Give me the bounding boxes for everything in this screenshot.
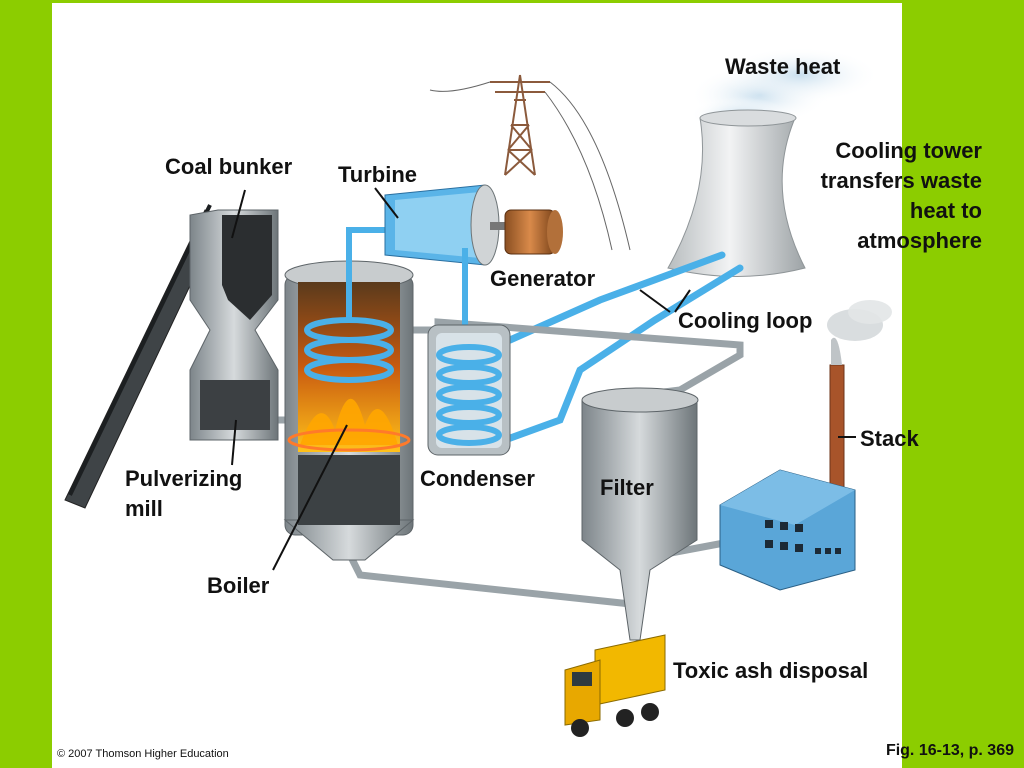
condenser — [427, 324, 511, 456]
label-cooling-tower-line3: heat to — [909, 198, 982, 223]
generator — [504, 209, 563, 255]
copyright-text: © 2007 Thomson Higher Education — [57, 748, 229, 760]
label-toxic-ash-disposal: Toxic ash disposal — [673, 658, 869, 683]
label-pulverizing-mill-line2: mill — [125, 496, 163, 521]
turbine — [384, 184, 514, 330]
label-boiler: Boiler — [207, 573, 270, 598]
leader-lines — [231, 187, 856, 571]
label-condenser: Condenser — [420, 466, 535, 491]
label-coal-bunker: Coal bunker — [165, 154, 293, 179]
waste-heat-cloud — [690, 47, 880, 133]
label-stack: Stack — [860, 426, 919, 451]
boiler-coil — [304, 227, 398, 383]
filter — [581, 387, 699, 641]
label-cooling-tower-line2: transfers waste — [820, 168, 982, 193]
smoke-stack — [827, 300, 892, 491]
cooling-tower — [667, 109, 806, 277]
label-pulverizing-mill-line1: Pulverizing — [125, 466, 243, 491]
label-turbine: Turbine — [338, 162, 418, 187]
label-cooling-loop: Cooling loop — [678, 308, 813, 333]
label-cooling-tower-line1: Cooling tower — [835, 138, 982, 163]
label-generator: Generator — [490, 266, 596, 291]
label-waste-heat: Waste heat — [725, 54, 841, 79]
coal-bunker — [189, 209, 279, 441]
transmission-tower — [429, 74, 631, 251]
figure-reference: Fig. 16-13, p. 369 — [885, 742, 1014, 759]
label-filter: Filter — [600, 475, 654, 500]
ash-truck — [564, 634, 666, 737]
label-cooling-tower-line4: atmosphere — [857, 228, 982, 253]
factory-building — [719, 469, 856, 591]
